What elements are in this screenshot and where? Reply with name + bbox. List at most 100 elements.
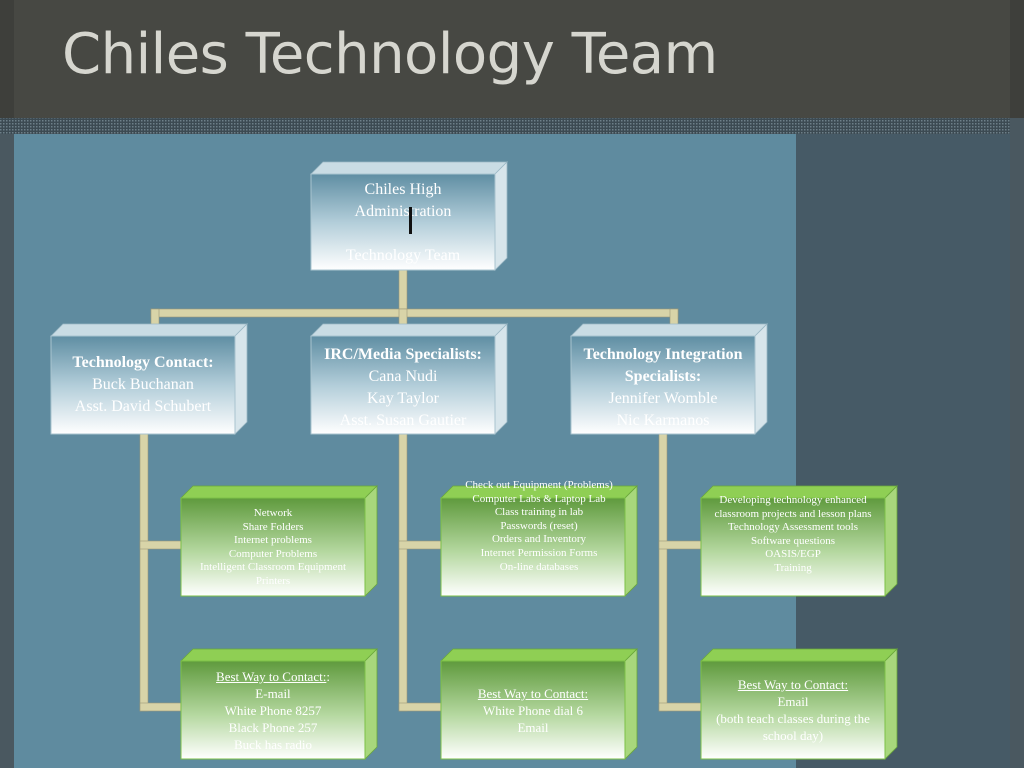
org-line: Developing technology enhanced classroom… [714, 494, 872, 520]
connector-left-trunk [139, 432, 149, 712]
org-heading: Best Way to Contact: [477, 686, 589, 701]
org-box-contact-integration: Best Way to Contact: Email (both teach c… [700, 648, 898, 760]
box-shape [440, 485, 638, 597]
box-shape [310, 161, 508, 271]
org-line: Printers [255, 574, 291, 587]
org-line: E-mail [255, 686, 291, 701]
org-box-text: Best Way to Contact: White Phone dial 6 … [441, 685, 625, 736]
box-side-face [494, 323, 508, 435]
org-heading: IRC/Media Specialists: [324, 346, 482, 363]
org-line: White Phone dial 6 [482, 703, 583, 718]
org-line: Technology Team [345, 247, 461, 264]
box-shape [570, 323, 768, 435]
org-line: Email [777, 694, 809, 709]
org-line: Asst. Susan Gautier [339, 412, 467, 429]
org-line: Kay Taylor [367, 390, 439, 407]
org-line [311, 223, 495, 245]
org-box-duties-technology: Network Share Folders Internet problems … [180, 485, 378, 597]
box-front-face [50, 335, 236, 435]
connector-top-bar [150, 308, 679, 318]
org-line: Computer Problems [228, 547, 318, 560]
org-box-contact-irc: Best Way to Contact: White Phone dial 6 … [440, 648, 638, 760]
org-heading: Technology Contact: [72, 354, 214, 371]
org-line: Share Folders [242, 520, 304, 533]
box-shape [180, 648, 378, 760]
box-side-face [494, 161, 508, 271]
box-top-face [180, 648, 378, 662]
org-box-text: Technology Integration Specialists: Jenn… [571, 344, 755, 432]
org-line: Orders and Inventory [491, 533, 587, 546]
box-shape [180, 485, 378, 597]
box-front-face [310, 173, 496, 271]
org-box-contact-technology: Best Way to Contact:: E-mail White Phone… [180, 648, 378, 760]
org-line: Intelligent Classroom Equipment [199, 561, 347, 574]
org-line: Passwords (reset) [500, 519, 578, 532]
org-heading-suffix: : [326, 669, 330, 684]
org-box-text: Technology Contact: Buck Buchanan Asst. … [51, 352, 235, 418]
org-line: (both teach classes during the school da… [716, 711, 870, 743]
box-front-face [440, 660, 626, 760]
box-top-face [700, 648, 898, 662]
box-shape [440, 648, 638, 760]
box-shape [700, 648, 898, 760]
org-line: Network [253, 507, 293, 519]
org-line: Internet Permission Forms [480, 546, 598, 559]
org-line: Training [774, 561, 812, 574]
box-front-face [310, 335, 496, 435]
connector-left-duties [139, 540, 183, 550]
org-box-integration-specialists: Technology Integration Specialists: Jenn… [570, 323, 768, 435]
org-line: Computer Labs & Laptop Lab [472, 492, 606, 505]
box-side-face [364, 648, 378, 760]
org-line: Email [517, 720, 549, 735]
org-line: Software questions [750, 534, 835, 547]
box-top-face [50, 323, 248, 337]
org-heading: Best Way to Contact: [216, 669, 327, 684]
org-box-text: Check out Equipment (Problems) Computer … [411, 479, 667, 574]
box-front-face [700, 497, 886, 597]
org-box-text: Best Way to Contact: Email (both teach c… [701, 676, 885, 744]
text-cursor-icon [409, 207, 412, 234]
org-heading: Best Way to Contact: [737, 677, 849, 692]
org-line: Jennifer Womble [608, 390, 718, 407]
org-line: Check out Equipment (Problems) [465, 479, 613, 491]
org-line: Asst. David Schubert [74, 398, 212, 415]
box-top-face [180, 485, 378, 499]
org-box-text: IRC/Media Specialists: Cana Nudi Kay Tay… [311, 344, 495, 432]
slide-title: Chiles Technology Team [62, 22, 718, 87]
org-box-text: Developing technology enhanced classroom… [701, 494, 885, 576]
org-line: Cana Nudi [368, 368, 438, 385]
org-line: OASIS/EGP [765, 548, 821, 561]
connector-mid-trunk [398, 432, 408, 712]
org-box-technology-contact: Technology Contact: Buck Buchanan Asst. … [50, 323, 248, 435]
org-box-text: Best Way to Contact:: E-mail White Phone… [181, 668, 365, 753]
org-box-duties-integration: Developing technology enhanced classroom… [700, 485, 898, 597]
box-side-face [754, 323, 768, 435]
org-line: Class training in lab [494, 506, 584, 519]
org-box-irc-media: IRC/Media Specialists: Cana Nudi Kay Tay… [310, 323, 508, 435]
box-side-face [364, 485, 378, 597]
org-line: Internet problems [234, 534, 312, 547]
org-line: Technology Assessment tools [727, 521, 858, 534]
org-line: Black Phone 257 [228, 720, 318, 735]
org-box-text: Network Share Folders Internet problems … [181, 507, 365, 589]
org-box-root-text: Chiles High Administration Technology Te… [311, 179, 495, 267]
box-top-face [570, 323, 768, 337]
box-top-face [310, 323, 508, 337]
org-line: Nic Karmanos [616, 412, 710, 429]
org-line: On-line databases [499, 560, 579, 573]
box-side-face [884, 485, 898, 597]
box-shape [310, 323, 508, 435]
org-line: Administration [354, 203, 452, 220]
box-front-face [180, 497, 366, 597]
box-top-face [440, 648, 638, 662]
box-front-face [440, 497, 626, 597]
box-front-face [180, 660, 366, 760]
connector-mid-contact [398, 702, 443, 712]
org-line: Chiles High [364, 181, 442, 198]
box-side-face [624, 648, 638, 760]
box-side-face [234, 323, 248, 435]
org-line: Buck Buchanan [92, 376, 194, 393]
box-side-face [884, 648, 898, 760]
